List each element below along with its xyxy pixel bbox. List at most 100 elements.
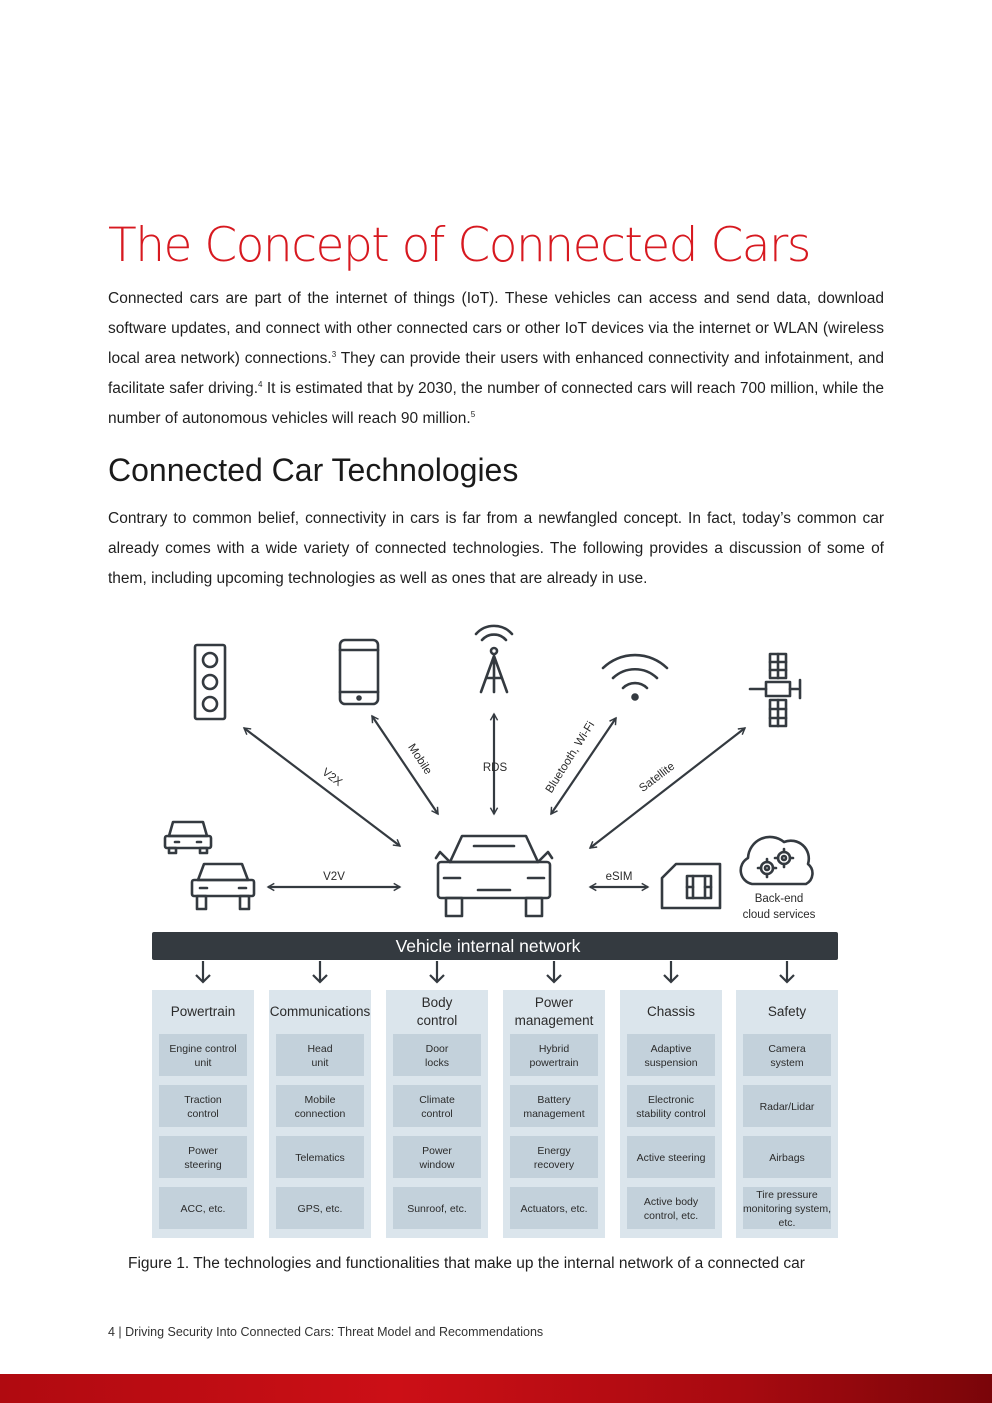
- cloud-gears-icon: [739, 835, 814, 886]
- mobile-arrow: [371, 714, 439, 816]
- section-title: Connected Car Technologies: [108, 452, 519, 488]
- item-box: [393, 1085, 481, 1127]
- item-box: [743, 1085, 831, 1127]
- item-label: Hybrid: [539, 1043, 570, 1055]
- item-label: Battery: [537, 1094, 571, 1106]
- item-label: Power: [188, 1145, 218, 1157]
- intro-paragraph: Connected cars are part of the internet …: [108, 284, 884, 434]
- network-bar: [152, 932, 838, 960]
- v2v-label: V2V: [323, 871, 345, 883]
- item-box: [627, 1187, 715, 1229]
- item-label: Mobile: [305, 1094, 336, 1106]
- item-box: [159, 1187, 247, 1229]
- item-box: [510, 1187, 598, 1229]
- item-box: [276, 1085, 364, 1127]
- item-label: Energy: [537, 1145, 571, 1157]
- item-label: Tire pressure: [756, 1189, 818, 1201]
- item-label: Active steering: [637, 1152, 706, 1164]
- item-label: connection: [295, 1108, 346, 1120]
- intro-text-3: It is estimated that by 2030, the number…: [108, 380, 884, 427]
- figure-caption: Figure 1. The technologies and functiona…: [128, 1255, 805, 1272]
- column-title: Communications: [270, 1004, 371, 1019]
- column-title: Power: [535, 995, 574, 1010]
- item-label: recovery: [534, 1159, 575, 1171]
- item-box: [276, 1187, 364, 1229]
- item-label: unit: [312, 1057, 329, 1069]
- down-arrow-head: [195, 974, 211, 984]
- item-box: [510, 1085, 598, 1127]
- item-label: ACC, etc.: [181, 1203, 226, 1215]
- item-box: [510, 1136, 598, 1178]
- item-label: Camera: [768, 1043, 806, 1055]
- item-label: Actuators, etc.: [520, 1203, 587, 1215]
- item-label: management: [523, 1108, 584, 1120]
- item-box: [743, 1187, 831, 1229]
- down-arrow-head: [312, 974, 328, 984]
- item-box: [159, 1136, 247, 1178]
- connection-arrows: [242, 712, 747, 892]
- item-label: unit: [195, 1057, 212, 1069]
- neighbor-car-icon: [190, 862, 256, 911]
- column-4: ChassisAdaptivesuspensionElectronicstabi…: [620, 961, 722, 1238]
- item-box: [159, 1085, 247, 1127]
- item-label: control: [187, 1108, 219, 1120]
- radio-tower-icon: [474, 624, 514, 694]
- item-label: control: [421, 1108, 453, 1120]
- item-label: GPS, etc.: [298, 1203, 343, 1215]
- item-box: [743, 1136, 831, 1178]
- item-label: Traction: [184, 1094, 222, 1106]
- smartphone-icon: [338, 638, 380, 706]
- column-title: Safety: [768, 1004, 807, 1019]
- satellite-icon: [748, 652, 802, 728]
- traffic-light-icon: [193, 643, 227, 721]
- small-car-icon: [163, 820, 213, 855]
- column-title: management: [515, 1013, 594, 1028]
- item-label: Telematics: [295, 1152, 345, 1164]
- item-box: [393, 1187, 481, 1229]
- item-label: monitoring system,: [743, 1203, 831, 1215]
- item-box: [743, 1034, 831, 1076]
- item-label: Airbags: [769, 1152, 805, 1164]
- column-3: PowermanagementHybridpowertrainBatteryma…: [503, 961, 605, 1238]
- footnote-ref-4[interactable]: 4: [258, 380, 263, 389]
- column-title: control: [417, 1013, 458, 1028]
- wifi-icon: [601, 653, 669, 701]
- item-label: Active body: [644, 1196, 699, 1208]
- item-label: system: [770, 1057, 804, 1069]
- cloud-label-line1: Back-end: [755, 893, 804, 905]
- item-label: Radar/Lidar: [760, 1101, 815, 1113]
- item-label: Sunroof, etc.: [407, 1203, 467, 1215]
- item-box: [276, 1034, 364, 1076]
- connected-car-icon: [434, 834, 554, 918]
- item-label: control, etc.: [644, 1210, 698, 1222]
- intro-text-2: They can provide their users with enhanc…: [108, 350, 884, 397]
- rds-label: RDS: [483, 762, 508, 774]
- item-box: [393, 1136, 481, 1178]
- satellite-label: Satellite: [637, 760, 677, 794]
- item-box: [627, 1136, 715, 1178]
- item-label: powertrain: [529, 1057, 578, 1069]
- footnote-ref-3[interactable]: 3: [331, 350, 337, 359]
- footnote-ref-5[interactable]: 5: [470, 410, 476, 419]
- item-label: Engine control: [169, 1043, 236, 1055]
- item-label: Climate: [419, 1094, 455, 1106]
- item-label: steering: [184, 1159, 222, 1171]
- column-2: BodycontrolDoorlocksClimatecontrolPowerw…: [386, 961, 488, 1238]
- section-paragraph: Contrary to common belief, connectivity …: [108, 510, 884, 587]
- bottom-brand-bar: [0, 1374, 992, 1403]
- item-label: locks: [425, 1057, 449, 1069]
- item-label: stability control: [636, 1108, 705, 1120]
- item-box: [627, 1034, 715, 1076]
- down-arrow-head: [779, 974, 795, 984]
- satellite-arrow: [588, 727, 747, 849]
- esim-label: eSIM: [606, 871, 633, 883]
- item-label: window: [418, 1159, 454, 1171]
- item-label: Door: [426, 1043, 449, 1055]
- column-title: Powertrain: [171, 1004, 236, 1019]
- network-bar-label: Vehicle internal network: [396, 936, 581, 956]
- item-label: Head: [307, 1043, 332, 1055]
